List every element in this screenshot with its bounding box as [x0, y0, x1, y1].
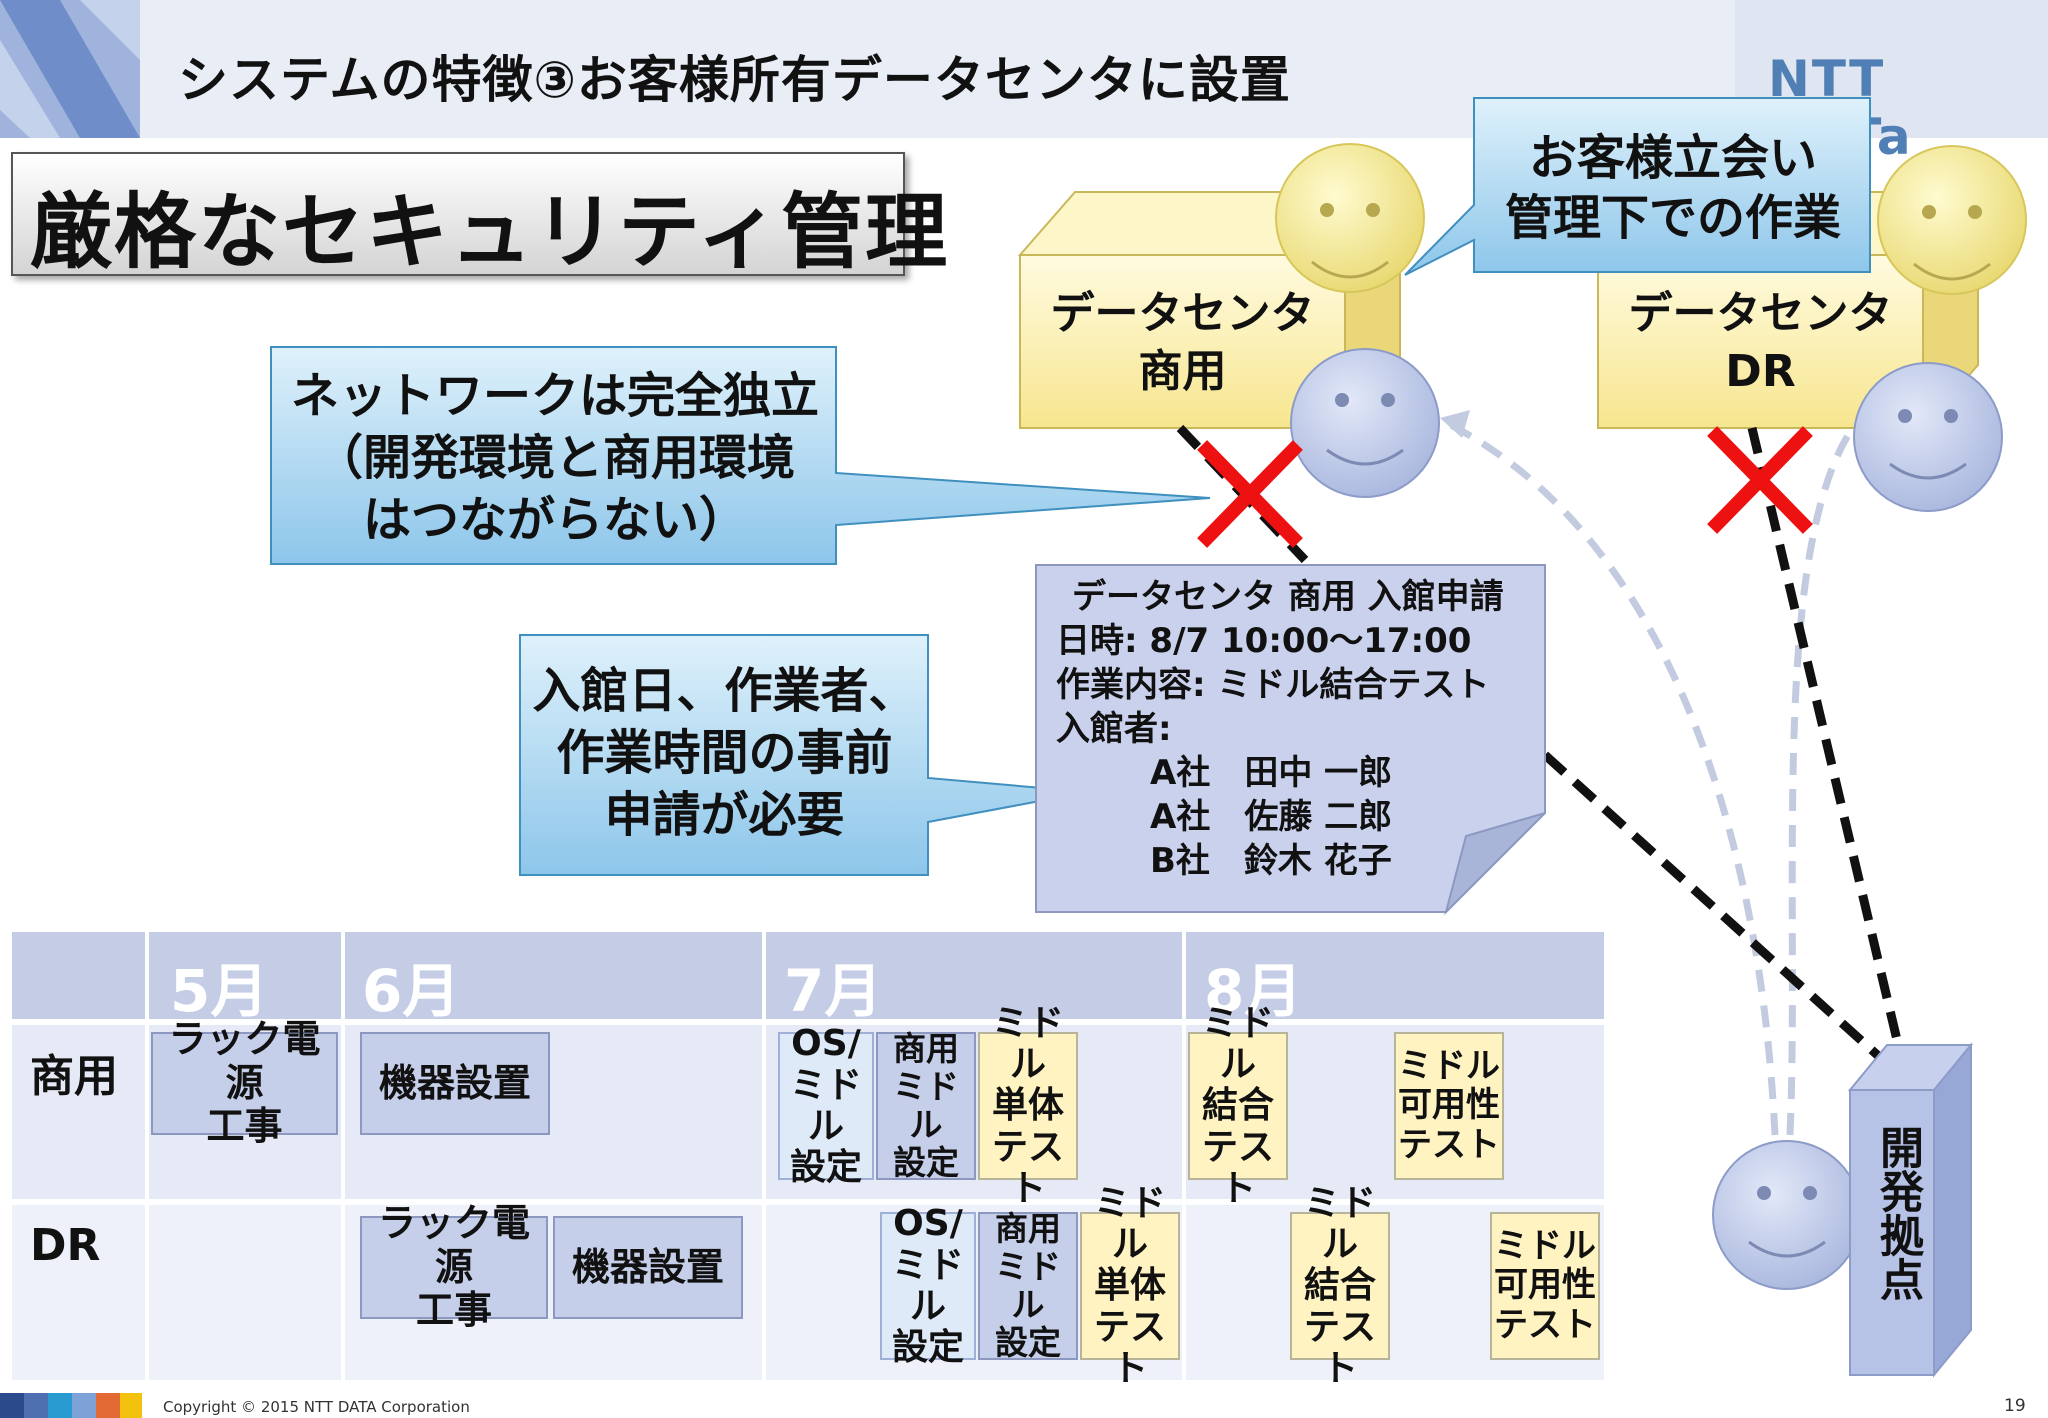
- callout-network-line2: （開発環境と商用環境: [314, 430, 795, 486]
- task-equipment-commercial: 機器設置: [360, 1032, 550, 1135]
- callout-prior-line2: 作業時間の事前: [556, 725, 893, 781]
- network-line-commercial: [1541, 751, 1909, 1084]
- customer-smiley-icon: [1877, 145, 2027, 295]
- application-note-text: データセンタ 商用 入館申請 日時: 8/7 10:00～17:00 作業内容:…: [1056, 575, 1504, 883]
- datacenter-commercial-label: データセンタ 商用: [1040, 285, 1325, 401]
- month-july: 7月: [784, 957, 883, 1025]
- month-june: 6月: [362, 957, 461, 1025]
- main-title: 厳格なセキュリティ管理: [30, 185, 950, 280]
- callout-witness: [1404, 97, 1871, 276]
- callout-network-line1: ネットワークは完全独立: [290, 368, 819, 424]
- task-integration-test-dr: ミドル 結合 テスト: [1290, 1183, 1390, 1389]
- header-title-band: [140, 0, 1735, 138]
- datacenter-dr-label: データセンタ DR: [1618, 285, 1903, 401]
- task-unit-test-dr: ミドル 単体 テスト: [1080, 1183, 1180, 1389]
- arrow-head-icon: [1440, 410, 1470, 438]
- callout-prior-text: 入館日、作業者、 作業時間の事前 申請が必要: [522, 660, 927, 846]
- task-os-middleware-dr: OS/ ミドル 設定: [880, 1203, 976, 1368]
- worker-smiley-icon: [1290, 348, 1440, 498]
- task-rack-power-commercial: ラック電源 工事: [151, 1017, 338, 1148]
- row-label-commercial: 商用: [30, 1051, 118, 1102]
- note-fold: [1444, 812, 1546, 916]
- copyright: Copyright © 2015 NTT DATA Corporation: [163, 1398, 470, 1416]
- callout-prior-line3: 申請が必要: [604, 787, 845, 843]
- task-unit-test-commercial: ミドル 単体 テスト: [978, 1003, 1078, 1209]
- task-integration-test-commercial: ミドル 結合 テスト: [1188, 1003, 1288, 1209]
- main-title-box: [11, 152, 905, 276]
- page-number: 19: [2004, 1396, 2026, 1416]
- callout-witness-line1: お客様立会い: [1528, 130, 1817, 186]
- task-availability-test-dr: ミドル 可用性 テスト: [1490, 1212, 1600, 1360]
- callout-prior: [519, 634, 1089, 876]
- application-visitors-label: 入館者:: [1056, 709, 1172, 749]
- application-visitor: A社 佐藤 二郎: [1150, 797, 1393, 837]
- blocked-cross-icon: [1707, 426, 1813, 534]
- callout-witness-text: お客様立会い 管理下での作業: [1478, 128, 1868, 248]
- application-date: 日時: 8/7 10:00～17:00: [1056, 621, 1472, 661]
- datacenter-commercial-line2: 商用: [1138, 346, 1227, 397]
- row-label-dr: DR: [30, 1220, 101, 1271]
- network-line-dr: [1747, 426, 1911, 1080]
- task-commercial-setup-dr: 商用 ミドル 設定: [978, 1210, 1078, 1361]
- application-title: データセンタ 商用 入館申請: [1072, 577, 1504, 617]
- worker-smiley-icon: [1712, 1140, 1862, 1290]
- application-visitor: B社 鈴木 花子: [1150, 841, 1392, 881]
- task-equipment-dr: 機器設置: [553, 1216, 743, 1319]
- month-may: 5月: [170, 957, 269, 1025]
- application-work: 作業内容: ミドル結合テスト: [1056, 665, 1490, 705]
- datacenter-commercial-line1: データセンタ: [1050, 288, 1315, 339]
- dev-site-label: 開発拠点: [1872, 1125, 1923, 1301]
- customer-smiley-icon: [1275, 143, 1425, 293]
- callout-witness-line2: 管理下での作業: [1504, 190, 1841, 246]
- task-os-middleware-commercial: OS/ ミドル 設定: [778, 1023, 874, 1188]
- worker-route-line: [1443, 418, 1779, 1136]
- task-commercial-setup-commercial: 商用 ミドル 設定: [876, 1030, 976, 1181]
- task-availability-test-commercial: ミドル 可用性 テスト: [1394, 1032, 1504, 1180]
- slide-title: システムの特徴③お客様所有データセンタに設置: [178, 51, 1291, 109]
- dev-site-box: [1847, 1042, 1974, 1378]
- corner-graphic: [0, 0, 140, 138]
- callout-network: [270, 346, 1211, 565]
- worker-smiley-icon: [1853, 362, 2003, 512]
- callout-network-line3: はつながらない）: [362, 492, 747, 548]
- blocked-cross-icon: [1197, 440, 1303, 548]
- worker-route-line: [1786, 430, 1853, 1136]
- application-visitor: A社 田中 一郎: [1150, 753, 1393, 793]
- month-august: 8月: [1204, 957, 1303, 1025]
- footer-color-bar: [0, 1393, 142, 1418]
- callout-network-text: ネットワークは完全独立 （開発環境と商用環境 はつながらない）: [275, 365, 835, 551]
- datacenter-dr-line2: DR: [1725, 346, 1796, 397]
- task-rack-power-dr: ラック電源 工事: [360, 1201, 548, 1332]
- callout-prior-line1: 入館日、作業者、: [532, 663, 917, 719]
- datacenter-dr-line1: データセンタ: [1628, 288, 1893, 339]
